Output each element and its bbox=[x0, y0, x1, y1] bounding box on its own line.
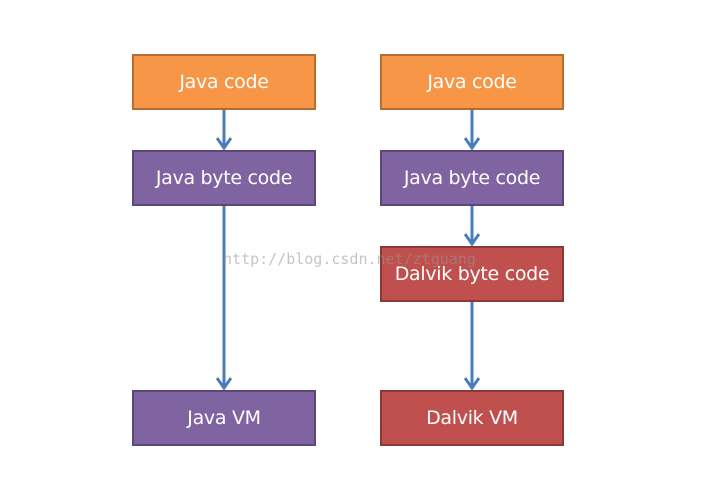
java-bytecode-label-right: Java byte code bbox=[403, 167, 541, 189]
dalvik-bytecode-label: Dalvik byte code bbox=[394, 263, 550, 285]
java-bytecode-box-left: Java byte code bbox=[132, 150, 316, 206]
java-code-label-right: Java code bbox=[427, 71, 517, 93]
java-code-label-left: Java code bbox=[179, 71, 269, 93]
arrow-bytecode-to-javavm bbox=[215, 206, 233, 391]
dalvik-vm-label: Dalvik VM bbox=[426, 407, 518, 429]
arrow-java-code-to-bytecode-right bbox=[463, 110, 481, 151]
java-code-box-right: Java code bbox=[380, 54, 564, 110]
java-bytecode-label-left: Java byte code bbox=[155, 167, 293, 189]
java-code-box-left: Java code bbox=[132, 54, 316, 110]
java-vm-box: Java VM bbox=[132, 390, 316, 446]
arrow-dalvik-bytecode-to-dalvikvm bbox=[463, 302, 481, 391]
java-vm-label: Java VM bbox=[187, 407, 261, 429]
java-bytecode-box-right: Java byte code bbox=[380, 150, 564, 206]
arrow-java-code-to-bytecode-left bbox=[215, 110, 233, 151]
dalvik-bytecode-box: Dalvik byte code bbox=[380, 246, 564, 302]
dalvik-vm-box: Dalvik VM bbox=[380, 390, 564, 446]
watermark-text: http://blog.csdn.net/ztguang bbox=[223, 250, 476, 268]
arrow-bytecode-to-dalvik-bytecode bbox=[463, 206, 481, 247]
